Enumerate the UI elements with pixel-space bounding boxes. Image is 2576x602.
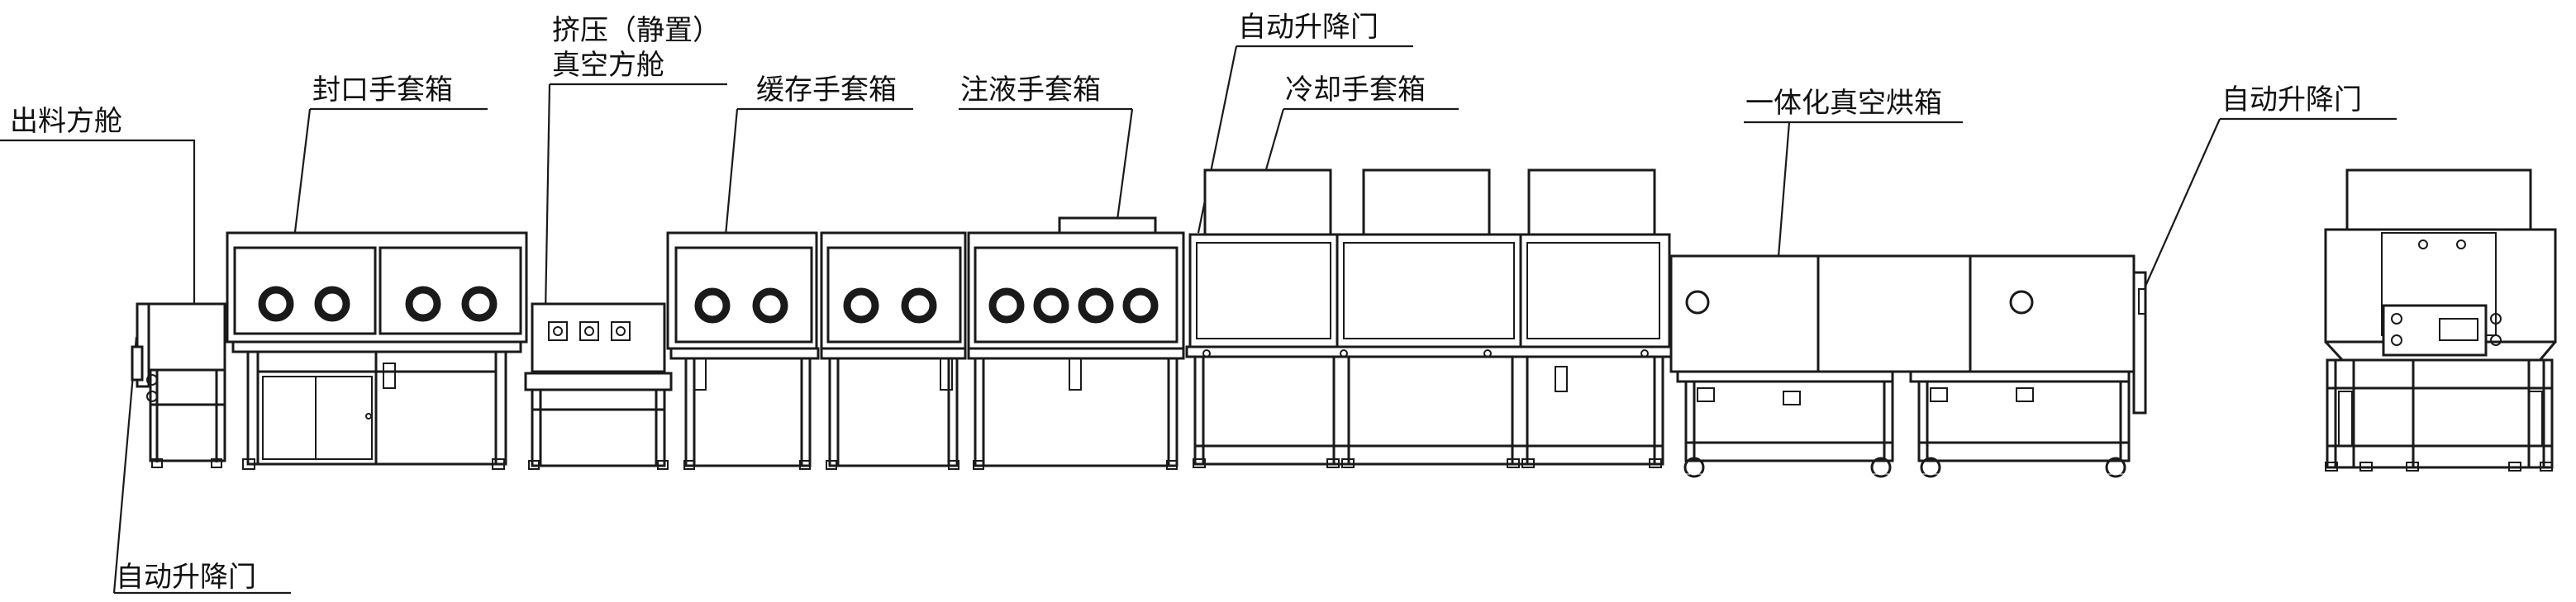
buffer-glovebox-2 xyxy=(820,231,967,470)
label-vacuum-oven-text: 一体化真空烘箱 xyxy=(1745,87,1942,120)
sealing-glovebox xyxy=(226,231,528,470)
glove-port xyxy=(1122,287,1159,324)
label-press-chamber-line1: 挤压（静置） xyxy=(552,14,721,47)
glove-port xyxy=(258,286,294,322)
label-buffer-glovebox-text: 缓存手套箱 xyxy=(756,73,897,107)
control-display xyxy=(2439,318,2478,341)
label-discharge-chamber: 出料方舱 xyxy=(0,105,196,322)
label-injection-glovebox-text: 注液手套箱 xyxy=(960,73,1101,107)
glove-port xyxy=(461,286,498,322)
discharge-chamber xyxy=(131,302,226,468)
label-vacuum-oven: 一体化真空烘箱 xyxy=(1744,87,1963,278)
injection-glovebox xyxy=(967,216,1185,470)
label-auto-door-bottom-text: 自动升降门 xyxy=(116,561,256,594)
label-injection-glovebox: 注液手套箱 xyxy=(959,73,1134,263)
label-discharge-chamber-text: 出料方舱 xyxy=(10,105,122,138)
press-chamber xyxy=(524,302,673,470)
glove-port xyxy=(752,287,788,324)
label-auto-door-right: 自动升降门 xyxy=(2139,83,2397,298)
glove-port xyxy=(314,286,350,322)
glove-port xyxy=(405,286,441,322)
cooling-glovebox xyxy=(1185,168,1674,468)
label-cooling-glovebox-text: 冷却手套箱 xyxy=(1285,73,1426,107)
buffer-glovebox xyxy=(666,231,820,470)
glove-port xyxy=(988,287,1025,324)
label-auto-door-right-text: 自动升降门 xyxy=(2221,83,2362,116)
label-sealing-glovebox-text: 封口手套箱 xyxy=(312,73,453,107)
oven-window-icon xyxy=(2009,290,2034,315)
glove-port xyxy=(694,287,731,324)
label-buffer-glovebox: 缓存手套箱 xyxy=(721,73,913,263)
label-sealing-glovebox: 封口手套箱 xyxy=(289,73,488,267)
vacuum-oven xyxy=(1669,254,2147,478)
label-press-chamber-line2: 真空方舱 xyxy=(552,49,664,82)
label-press-chamber: 挤压（静置） 真空方舱 xyxy=(544,14,727,315)
oven-window-icon xyxy=(1685,290,1710,315)
side-view xyxy=(2324,168,2557,472)
glove-port xyxy=(1078,287,1114,324)
glove-port xyxy=(843,287,879,324)
label-auto-door-top-text: 自动升降门 xyxy=(1238,11,1378,44)
glove-port xyxy=(1033,287,1069,324)
glove-port xyxy=(901,287,937,324)
